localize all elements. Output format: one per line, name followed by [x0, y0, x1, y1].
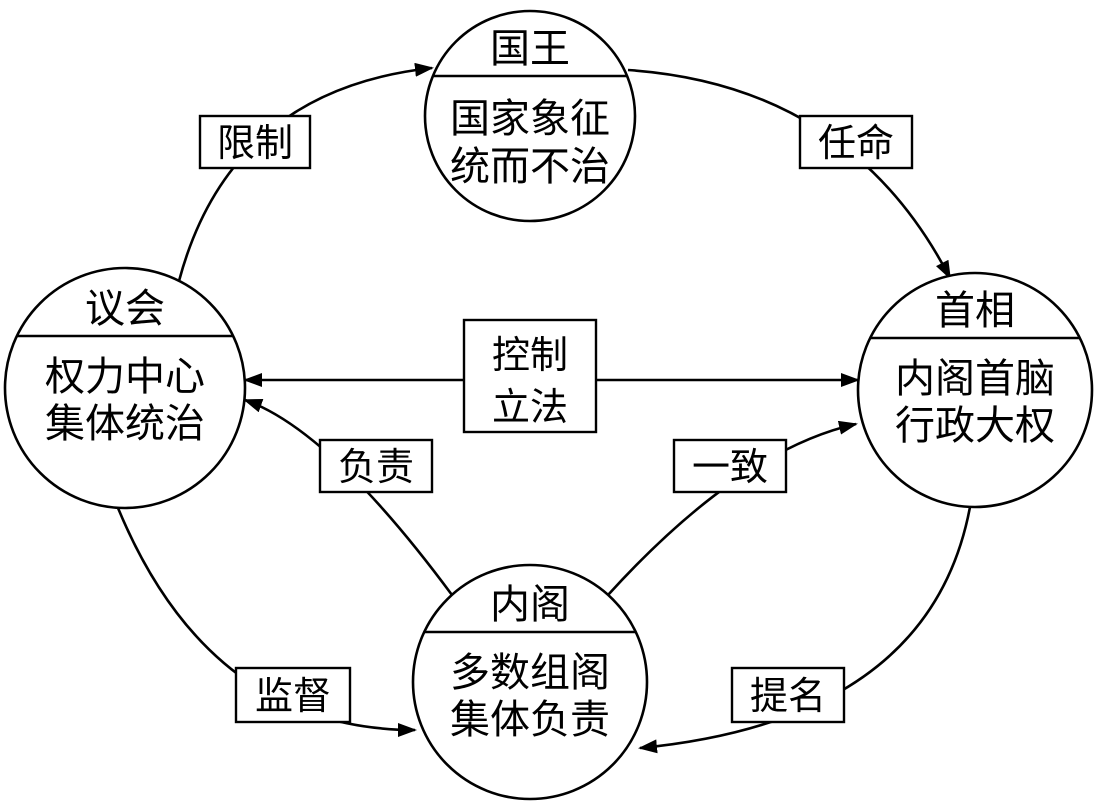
node-parliament-title: 议会	[85, 286, 165, 331]
edge-label-supervise-box	[234, 666, 352, 724]
node-cabinet-circle	[411, 563, 649, 801]
node-king-title: 国王	[490, 26, 570, 71]
edge-label-responsible: 负责	[318, 438, 434, 494]
node-prime-minister-circle	[856, 271, 1094, 509]
edge-label-control-legislation-box	[462, 318, 598, 434]
edge-label-supervise: 监督	[234, 666, 352, 724]
node-king-desc-1: 国家象征	[450, 96, 610, 141]
node-cabinet-desc-1: 多数组阁	[450, 650, 610, 695]
edge-label-supervise-text: 监督	[255, 676, 331, 718]
edge-appoint-arrow	[627, 68, 952, 280]
edge-label-responsible-box	[318, 438, 434, 494]
edge-label-legislation-text: 立法	[492, 387, 568, 429]
node-king-desc-2: 统而不治	[450, 144, 610, 189]
edge-label-responsible-text: 负责	[338, 447, 414, 489]
edge-label-nominate-text: 提名	[750, 676, 826, 718]
edge-label-control-text: 控制	[492, 335, 568, 377]
node-parliament-desc-1: 权力中心	[45, 354, 205, 399]
edge-label-appoint: 任命	[798, 114, 914, 170]
node-parliament: 议会 权力中心 集体统治	[3, 266, 247, 510]
edge-label-nominate: 提名	[730, 666, 846, 724]
edge-label-agree-box	[672, 438, 788, 494]
node-prime-minister: 首相 内阁首脑 行政大权	[856, 271, 1094, 509]
node-cabinet-desc-2: 集体负责	[450, 697, 610, 742]
node-king: 国王 国家象征 统而不治	[423, 9, 637, 223]
node-parliament-circle	[3, 266, 247, 510]
node-prime-minister-title: 首相	[935, 288, 1015, 333]
edge-label-restrict-text: 限制	[217, 123, 293, 165]
edge-label-appoint-box	[798, 114, 914, 170]
edge-label-restrict: 限制	[198, 114, 312, 170]
node-parliament-desc-2: 集体统治	[45, 401, 205, 446]
node-king-circle	[423, 9, 637, 223]
node-prime-minister-desc-1: 内阁首脑	[895, 356, 1055, 401]
edge-label-nominate-box	[730, 666, 846, 724]
edge-restrict-arrow	[177, 62, 434, 282]
node-prime-minister-desc-2: 行政大权	[895, 403, 1055, 448]
edge-label-appoint-text: 任命	[818, 123, 894, 165]
edge-label-agree-text: 一致	[692, 447, 768, 489]
edge-responsible-arrow	[243, 398, 454, 596]
edge-label-agree: 一致	[672, 438, 788, 494]
edge-label-control-legislation: 控制 立法	[462, 318, 598, 434]
node-cabinet-title: 内阁	[490, 582, 570, 627]
edge-label-restrict-box	[198, 114, 312, 170]
edge-nominate-arrow	[638, 506, 972, 754]
node-cabinet: 内阁 多数组阁 集体负责	[411, 563, 649, 801]
